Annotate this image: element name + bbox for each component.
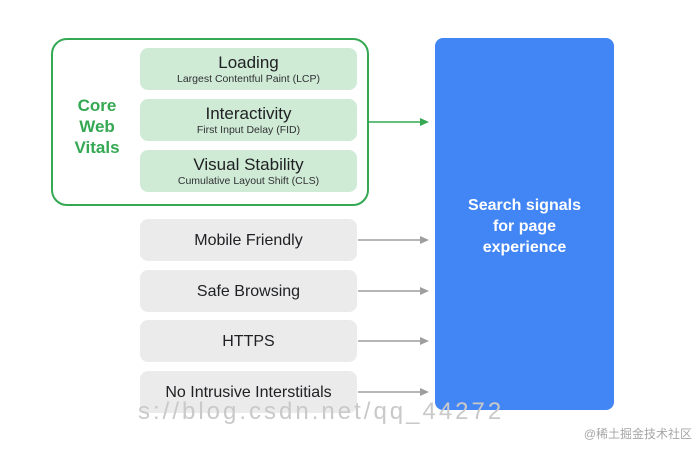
signal-subtitle: Cumulative Layout Shift (CLS) xyxy=(177,174,320,187)
signal-card-safe-browsing: Safe Browsing xyxy=(140,270,357,312)
page-experience-line: experience xyxy=(482,239,567,256)
page-experience-line: Search signals xyxy=(468,197,581,214)
cwv-label-line: Vitals xyxy=(74,138,120,157)
signal-title: Loading xyxy=(218,52,279,72)
signal-title: Visual Stability xyxy=(193,154,304,174)
core-web-vitals-label: Core Web Vitals xyxy=(60,95,134,158)
cwv-arrow xyxy=(369,118,429,126)
signal-card-interactivity: Interactivity First Input Delay (FID) xyxy=(140,99,357,141)
safe-browsing-arrow xyxy=(358,287,429,295)
url-watermark: s://blog.csdn.net/qq_44272 xyxy=(138,400,505,424)
page-experience-box: Search signals for page experience xyxy=(435,38,614,410)
signal-card-mobile-friendly: Mobile Friendly xyxy=(140,219,357,261)
signal-title: Safe Browsing xyxy=(196,282,301,300)
signal-card-visual-stability: Visual Stability Cumulative Layout Shift… xyxy=(140,150,357,192)
signal-card-loading: Loading Largest Contentful Paint (LCP) xyxy=(140,48,357,90)
cwv-label-line: Core xyxy=(77,96,117,115)
no-intrusive-interstitials-arrow xyxy=(358,388,429,396)
https-arrow xyxy=(358,337,429,345)
mobile-friendly-arrow xyxy=(358,236,429,244)
signal-title: No Intrusive Interstitials xyxy=(165,383,332,401)
signal-title: HTTPS xyxy=(222,332,275,350)
signal-title: Interactivity xyxy=(205,103,292,123)
page-experience-line: for page xyxy=(492,218,557,235)
signal-subtitle: Largest Contentful Paint (LCP) xyxy=(177,72,320,85)
page-experience-label: Search signals for page experience xyxy=(450,195,600,410)
site-watermark: @稀土掘金技术社区 xyxy=(583,427,692,441)
signal-card-no-intrusive-interstitials: No Intrusive Interstitials xyxy=(140,371,357,413)
signal-subtitle: First Input Delay (FID) xyxy=(196,123,301,136)
cwv-label-line: Web xyxy=(79,117,115,136)
signal-card-https: HTTPS xyxy=(140,320,357,362)
signal-title: Mobile Friendly xyxy=(194,231,303,249)
